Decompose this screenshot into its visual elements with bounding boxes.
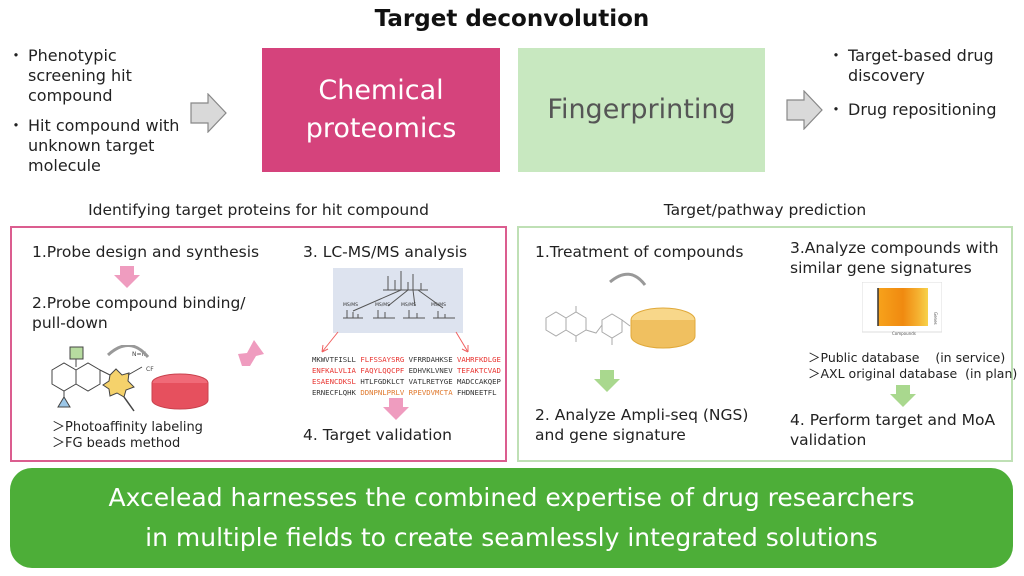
svg-text:N=N: N=N xyxy=(132,351,146,358)
bullet-phenotypic: Phenotypic screening hit compound xyxy=(8,46,182,106)
bullet-unknown-target: Hit compound with unknown target molecul… xyxy=(8,116,182,176)
svg-text:CF: CF xyxy=(146,366,154,373)
bullet-target-based: Target-based drug discovery xyxy=(828,46,1017,86)
output-list: Target-based drug discovery Drug reposit… xyxy=(828,46,1017,128)
fingerprinting-panel xyxy=(517,226,1013,462)
sequence-line: ERNECFLQHK DDNPNLPRLV RPEVDVMCTA FHDNEET… xyxy=(312,387,501,398)
right-section-heading: Target/pathway prediction xyxy=(663,201,867,219)
sequence-segment: EDHVKLVNEV xyxy=(408,366,457,375)
down-arrow-icon xyxy=(383,398,409,420)
fingerprinting-box: Fingerprinting xyxy=(518,48,765,172)
step-lc-ms: 3. LC-MS/MS analysis xyxy=(303,243,468,261)
ms-spectrum-figure: MS/MS MS/MS MS/MS MS/MS xyxy=(333,268,463,333)
sequence-segment: MKWVTFISLL xyxy=(312,355,361,364)
bullet-drug-repositioning: Drug repositioning xyxy=(828,100,1017,120)
sequence-segment: VFRRDAHKSE xyxy=(408,355,457,364)
method-list: ＞Photoaffinity labeling ＞FG beads method xyxy=(52,420,203,452)
arrow-right-icon xyxy=(190,93,227,133)
compound-and-dish xyxy=(545,272,696,349)
ms-label: MS/MS xyxy=(343,302,358,308)
step-probe-design: 1.Probe design and synthesis xyxy=(32,243,260,261)
gene-signature-heatmap: Compounds Genes xyxy=(862,282,942,336)
identified-peptide: ESAENCDKSL xyxy=(312,377,361,386)
database-public: ＞Public database (in service) xyxy=(808,350,1006,365)
step-target-validation: 4. Target validation xyxy=(303,426,452,444)
sequence-segment: HTLFGDKLCT VATLRETYGE MADCCAKQEP xyxy=(360,377,501,386)
sequence-segment: ERNECFLQHK xyxy=(312,388,361,397)
identified-peptide: DDNPNLPRLV RPEVDVMCTA xyxy=(360,388,457,397)
chemical-proteomics-panel xyxy=(10,226,507,462)
ms-label: MS/MS xyxy=(375,302,390,308)
database-axl: ＞AXL original database (in plan) xyxy=(808,366,1018,381)
banner-line-2: in multiple fields to create seamlessly … xyxy=(145,523,878,552)
step-treatment: 1.Treatment of compounds xyxy=(535,243,744,261)
red-pointer-arrows xyxy=(321,331,469,353)
sequence-line: MKWVTFISLL FLFSSAYSRG VFRRDAHKSE VAHRFKD… xyxy=(312,354,501,365)
ms-label: MS/MS xyxy=(401,302,416,308)
identified-peptide: VAHRFKDLGE xyxy=(456,355,501,364)
identified-peptide: TEFAKTCVAD xyxy=(456,366,501,375)
input-list: Phenotypic screening hit compound Hit co… xyxy=(8,46,182,184)
probe-molecule-and-dish: N=N CF xyxy=(51,345,209,412)
step-pull-down: 2.Probe compound binding/ pull-down xyxy=(32,294,246,332)
down-arrow-icon xyxy=(114,266,140,288)
heatmap-ylabel: Genes xyxy=(933,312,938,325)
summary-banner: Axcelead harnesses the combined expertis… xyxy=(10,468,1013,568)
method-photoaffinity: ＞Photoaffinity labeling xyxy=(52,420,203,435)
step-similar-signatures: 3.Analyze compounds with similar gene si… xyxy=(790,239,999,277)
page-title: Target deconvolution xyxy=(374,6,650,32)
identified-peptide: FLFSSAYSRG xyxy=(360,355,409,364)
down-arrow-icon xyxy=(890,385,916,407)
protein-sequence: MKWVTFISLL FLFSSAYSRG VFRRDAHKSE VAHRFKD… xyxy=(312,354,501,398)
sequence-segment: FHDNEETFL xyxy=(456,388,497,397)
step-moa-validation: 4. Perform target and MoA validation xyxy=(790,411,996,449)
ms-label: MS/MS xyxy=(431,302,446,308)
chemical-proteomics-box: Chemical proteomics xyxy=(262,48,500,172)
method-fg-beads: ＞FG beads method xyxy=(52,436,181,451)
step-ampli-seq: 2. Analyze Ampli-seq (NGS) and gene sign… xyxy=(535,406,749,444)
arrow-right-icon xyxy=(786,90,823,130)
identified-peptide: ENFKALVLIA FAQYLQQCPF xyxy=(312,366,409,375)
heatmap-xlabel: Compounds xyxy=(892,331,916,336)
database-list: ＞Public database (in service) ＞AXL origi… xyxy=(808,350,1017,382)
sequence-line: ENFKALVLIA FAQYLQQCPF EDHVKLVNEV TEFAKTC… xyxy=(312,365,501,376)
diagonal-arrow-icon xyxy=(238,340,264,366)
down-arrow-icon xyxy=(594,370,620,392)
sequence-line: ESAENCDKSL HTLFGDKLCT VATLRETYGE MADCCAK… xyxy=(312,376,501,387)
banner-line-1: Axcelead harnesses the combined expertis… xyxy=(108,483,915,512)
left-section-heading: Identifying target proteins for hit comp… xyxy=(88,201,429,219)
